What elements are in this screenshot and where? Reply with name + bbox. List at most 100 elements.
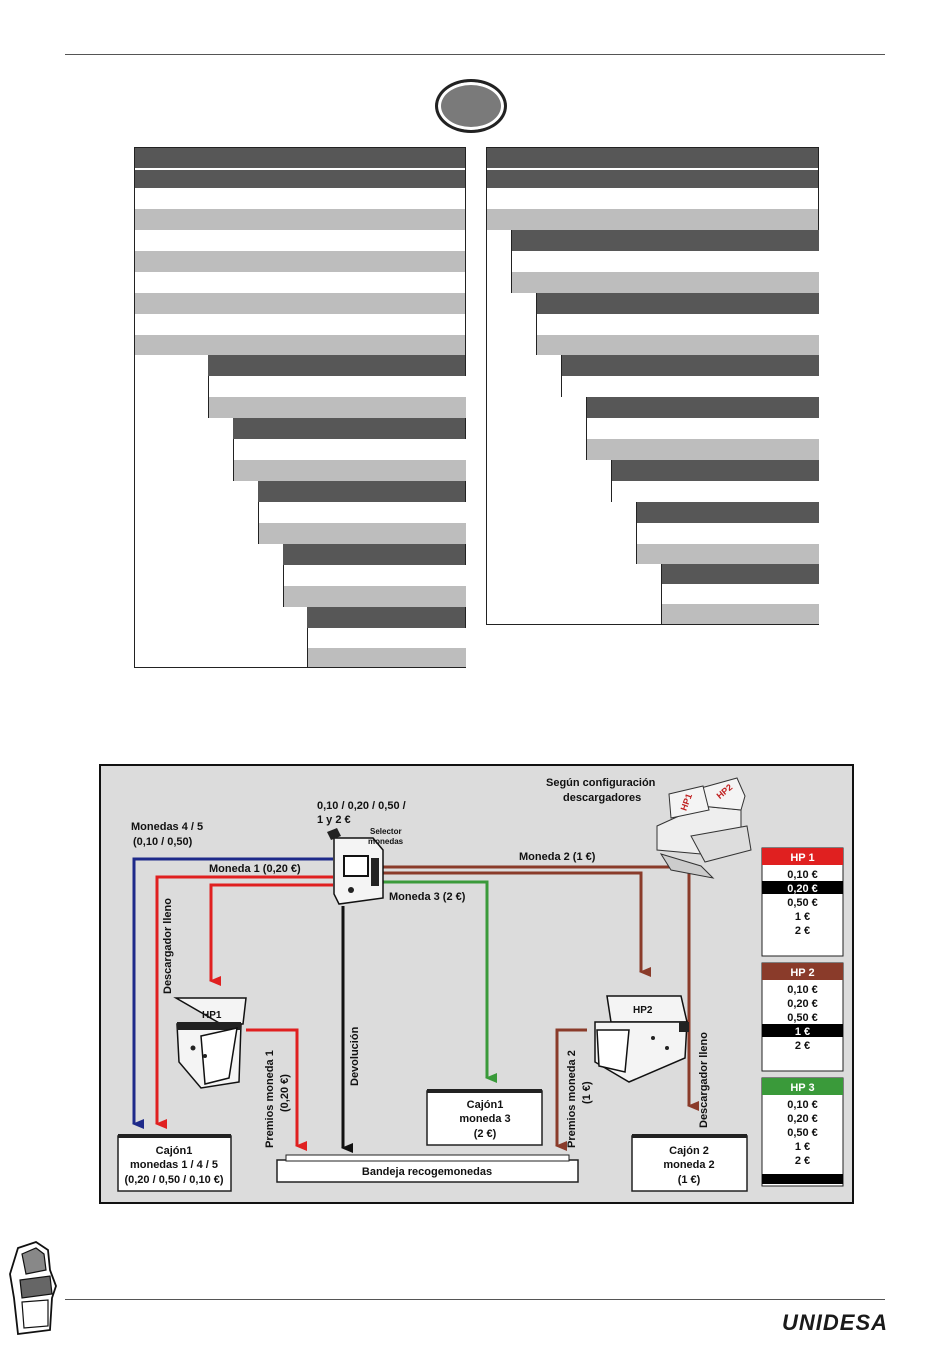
- legend-item: 1 €: [795, 911, 810, 923]
- table-row: [307, 648, 466, 667]
- table-row: [561, 355, 819, 376]
- legend-item: 0,10 €: [787, 869, 818, 881]
- legend-highlight: [762, 881, 843, 894]
- coin-selector-icon: [327, 828, 384, 905]
- table-row: [561, 376, 819, 397]
- legend-header: [762, 848, 843, 865]
- monedas-4-5-label-2: (0,10 / 0,50): [133, 836, 193, 848]
- flow-moneda-3: [383, 880, 497, 1083]
- table-row: [258, 481, 465, 502]
- monedas-4-5-label: Monedas 4 / 5: [131, 821, 203, 833]
- legend-item: 2 €: [795, 1155, 810, 1167]
- flow-premios-moneda-1: [246, 1028, 307, 1151]
- table-row: [586, 418, 819, 439]
- legend-item: 0,50 €: [787, 1012, 818, 1024]
- table-row: [636, 544, 819, 564]
- devolucion-label: Devolución: [349, 1026, 361, 1086]
- premios-moneda-1-label-2: (0,20 €): [279, 1074, 291, 1112]
- legend-header: [762, 1078, 843, 1095]
- table-row: [661, 604, 819, 624]
- legend-item: 0,50 €: [787, 897, 818, 909]
- config-label-2: descargadores: [563, 792, 641, 804]
- legend-panel: [761, 962, 844, 1072]
- table-row: [611, 460, 819, 481]
- legend-title: HP 1: [790, 852, 814, 864]
- cajon-2-box: [631, 1135, 748, 1192]
- bandeja-label: Bandeja recogemonedas: [362, 1166, 492, 1178]
- table-row: [511, 230, 819, 251]
- table-row: [536, 314, 819, 335]
- cajon-1-title: Cajón1: [156, 1145, 193, 1157]
- flow-descargador-lleno-hp1: [155, 875, 333, 1129]
- flow-moneda-1: [209, 883, 333, 986]
- table-row: [135, 170, 465, 188]
- table-row: [208, 397, 466, 418]
- hopper-configuration-icon: HP1 HP2: [656, 777, 752, 879]
- cajon-2-coin: moneda 2: [663, 1159, 714, 1171]
- hp1-dispenser-icon: [173, 997, 247, 1089]
- header-rule: [65, 54, 885, 55]
- table-row: [258, 502, 466, 523]
- section-badge: [435, 79, 507, 133]
- legend-item: 1 €: [795, 1026, 810, 1038]
- cajon-moneda-3-box: [426, 1090, 543, 1146]
- table-row: [586, 397, 819, 418]
- table-row: [208, 355, 465, 376]
- table-row: [487, 209, 818, 230]
- brand-text: UNIDESA: [782, 1310, 886, 1335]
- table-row: [536, 293, 819, 314]
- legend-panel: [761, 847, 844, 957]
- cabinet-icon: [9, 1241, 57, 1336]
- table-row: [636, 523, 819, 544]
- cajon-1-box: [117, 1135, 232, 1192]
- selector-label-2: monedas: [368, 837, 404, 846]
- legend-item: 0,10 €: [787, 984, 818, 996]
- hopper-legend: HP 1 0,10 € 0,20 € 0,50 € 1 € 2 € HP 2 0,10 € 0,…: [761, 847, 844, 1187]
- legend-item: 0,10 €: [787, 1099, 818, 1111]
- unidesa-logo: UNIDESA: [780, 1308, 887, 1336]
- moneda-1-label: Moneda 1 (0,20 €): [209, 863, 301, 875]
- legend-item: 0,20 €: [787, 883, 818, 895]
- selector-coins-label: 0,10 / 0,20 / 0,50 /: [317, 800, 406, 812]
- legend-title: HP 3: [790, 1082, 814, 1094]
- table-row: [511, 272, 819, 293]
- table-row: [135, 209, 465, 230]
- cajon-moneda-3-coin: moneda 3: [459, 1113, 510, 1125]
- table-row: [283, 544, 465, 565]
- legend-item: 1 €: [795, 1141, 810, 1153]
- selector-coins-label-2: 1 y 2 €: [317, 814, 351, 826]
- legend-item: 0,20 €: [787, 998, 818, 1010]
- legend-item: 2 €: [795, 1040, 810, 1052]
- table-row: [135, 148, 465, 168]
- flow-monedas-4-5: [132, 857, 333, 1129]
- cajon-1-values: (0,20 / 0,50 / 0,10 €): [124, 1174, 223, 1186]
- moneda-2-label: Moneda 2 (1 €): [519, 851, 596, 863]
- table-row: [536, 335, 819, 355]
- legend-header: [762, 963, 843, 980]
- descargador-lleno-right-label: Descargador lleno: [698, 1032, 710, 1128]
- legend-title: HP 2: [790, 967, 814, 979]
- cajon-1-coins: monedas 1 / 4 / 5: [130, 1159, 218, 1171]
- cajon-moneda-3-title: Cajón1: [467, 1099, 504, 1111]
- table-row: [307, 607, 465, 628]
- legend-footer-bar: [762, 1174, 843, 1184]
- table-row: [233, 460, 466, 481]
- table-row: [636, 502, 819, 523]
- flow-premios-moneda-2: [555, 1028, 587, 1151]
- moneda-3-label: Moneda 3 (2 €): [389, 891, 466, 903]
- premios-moneda-2-label: Premios moneda 2: [566, 1050, 578, 1148]
- premios-moneda-2-label-2: (1 €): [581, 1081, 593, 1104]
- table-row: [208, 376, 466, 397]
- table-row: [611, 481, 819, 502]
- config-label: Según configuración: [546, 777, 656, 789]
- legend-item: 0,20 €: [787, 1113, 818, 1125]
- table-row: [283, 565, 466, 586]
- table-row: [283, 586, 466, 607]
- table-row: [307, 628, 466, 648]
- flow-moneda-2: [383, 871, 651, 977]
- table-row: [487, 148, 818, 168]
- table-row: [511, 251, 819, 272]
- left-table: [134, 147, 466, 668]
- hp1-label: HP1: [202, 1010, 222, 1021]
- cajon-2-value: (1 €): [678, 1174, 701, 1186]
